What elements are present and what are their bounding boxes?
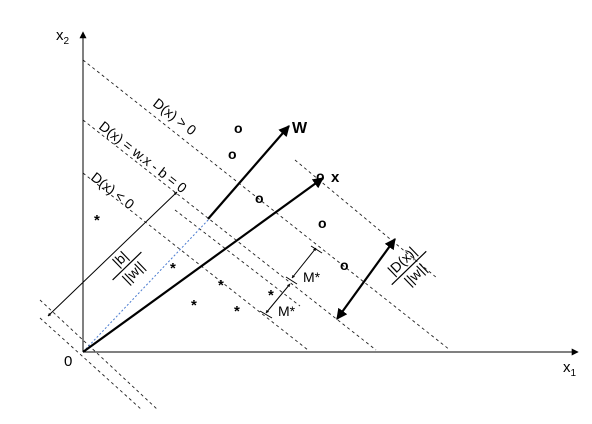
d-positive-label: D(x) > 0 (150, 95, 200, 139)
star-point: * (94, 212, 100, 229)
w-vector-label: W (292, 120, 308, 137)
upper-margin-line-outer (82, 59, 451, 351)
margin-lower-arrow (265, 283, 291, 314)
circle-point: o (340, 257, 349, 273)
margin-upper-arrow (291, 247, 317, 279)
margin-tick-1 (285, 276, 298, 285)
star-point: * (191, 297, 197, 314)
x-axis-label: x1 (563, 359, 577, 379)
margin-tick-2 (310, 245, 323, 254)
upper-margin-line (82, 119, 377, 351)
star-point: * (170, 260, 176, 277)
decision-line-extension (39, 299, 159, 411)
negative-class-points: * * * * * * (94, 212, 274, 320)
margin-upper-label: M* (303, 269, 321, 285)
circle-point: o (318, 215, 327, 231)
circle-point: o (255, 190, 264, 206)
star-point: * (234, 303, 240, 320)
star-point: * (268, 287, 274, 304)
x-point-label: x (331, 169, 340, 186)
origin-label: 0 (64, 353, 72, 370)
circle-point: o (316, 168, 325, 184)
circle-point: o (228, 146, 237, 162)
y-axis-label: x2 (56, 27, 70, 47)
x-vector-arrow (82, 177, 324, 353)
star-point: * (218, 277, 224, 294)
dx-distance-arrow (336, 238, 396, 320)
margin-tick-3 (259, 310, 273, 319)
margin-lower-label: M* (278, 303, 296, 319)
decision-boundary-segment (174, 209, 301, 307)
d-negative-label: D(x) < 0 (88, 169, 138, 213)
w-vector-arrow (207, 125, 290, 220)
origin-to-boundary-dotted-line (82, 217, 211, 353)
b-distance-arrow (47, 191, 178, 317)
b-over-w-fraction: |b| ||w|| (109, 248, 148, 287)
positive-class-points: o o o o o o (228, 120, 349, 273)
circle-point: o (234, 120, 243, 136)
lower-dashed-extension (39, 317, 143, 411)
